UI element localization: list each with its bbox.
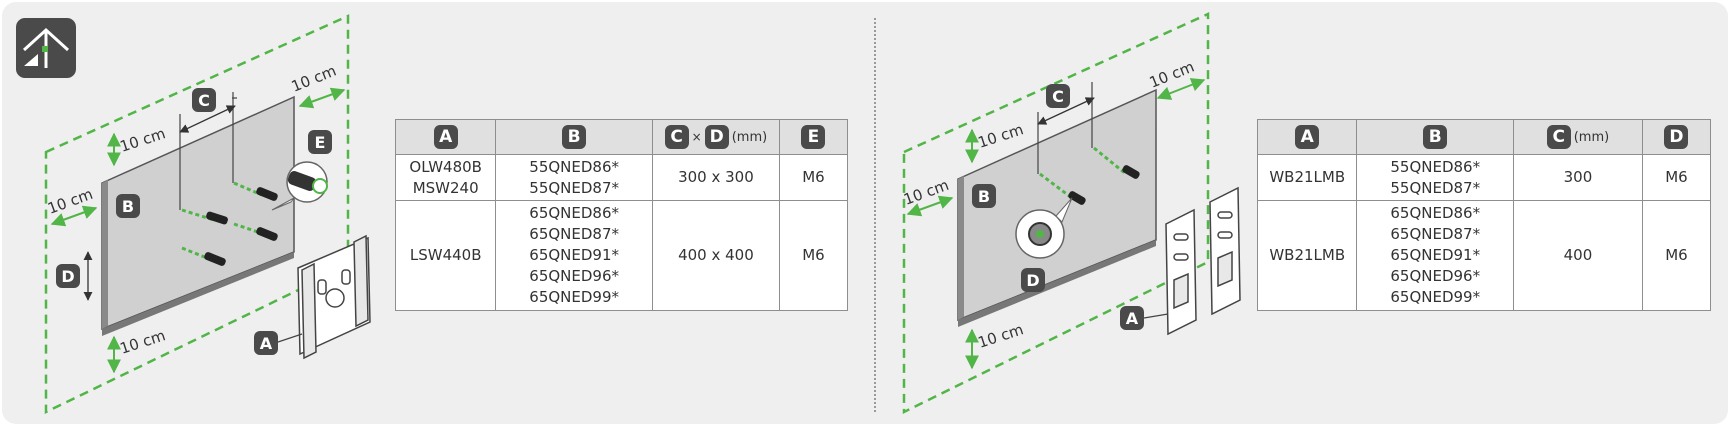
header-d: D [1641,119,1712,155]
svg-text:A: A [260,334,273,353]
label-badge-a: A [1120,306,1144,330]
label-badge-a: A [254,331,278,355]
svg-text:A: A [1126,309,1139,328]
header-c: C(mm) [1512,119,1643,155]
label-badge-d: D [56,264,80,288]
svg-text:B: B [978,187,990,206]
label-badge-b: B [116,194,140,218]
header-e: E [778,119,849,155]
left-wall-mount-illustration: 10 cm 10 cm 10 cm 10 cm C B D [16,14,371,414]
screw-callout [271,161,328,211]
screw [204,187,278,266]
wall-bracket [1165,208,1197,336]
header-b: B [1356,119,1514,155]
label-badge-b: B [972,184,996,208]
header-a: A [394,119,497,155]
header-cd: C×D(mm) [651,119,780,155]
header-b: B [495,119,653,155]
wall-mount-icon [16,18,76,78]
section-divider [874,18,876,412]
svg-text:B: B [122,197,134,216]
wall-bracket [1209,186,1241,316]
svg-text:E: E [315,133,326,152]
wall-bracket [297,234,371,360]
tv-back-panel [957,88,1157,327]
label-badge-c: C [1046,84,1070,108]
wall-clearance-outline [902,12,1210,415]
svg-text:D: D [61,267,74,286]
right-spec-table: A B C(mm) D WB21LMB 55QNED86*55QNED87* 3… [1256,119,1712,311]
right-wall-mount-illustration: 10 cm 10 cm 10 cm 10 cm C B [901,12,1241,415]
table-row: WB21LMB 55QNED86*55QNED87* 300 M6 [1256,154,1712,201]
header-a: A [1256,119,1358,155]
screw [1068,165,1140,205]
table-row: WB21LMB 65QNED86*65QNED87*65QNED91*65QNE… [1256,200,1712,311]
svg-text:C: C [1052,87,1064,106]
svg-text:D: D [1026,271,1039,290]
tv-back-panel [101,95,295,336]
dim-label-top: 10 cm [976,120,1026,152]
label-badge-d: D [1021,268,1045,292]
dim-label-left: 10 cm [901,176,951,209]
label-badge-e: E [308,130,332,154]
dim-label-bottom: 10 cm [976,320,1026,352]
label-badge-c: C [192,88,216,112]
table-row: LSW440B 65QNED86*65QNED87*65QNED91*65QNE… [394,200,849,311]
svg-text:C: C [198,91,210,110]
spacer-callout [1015,197,1073,259]
